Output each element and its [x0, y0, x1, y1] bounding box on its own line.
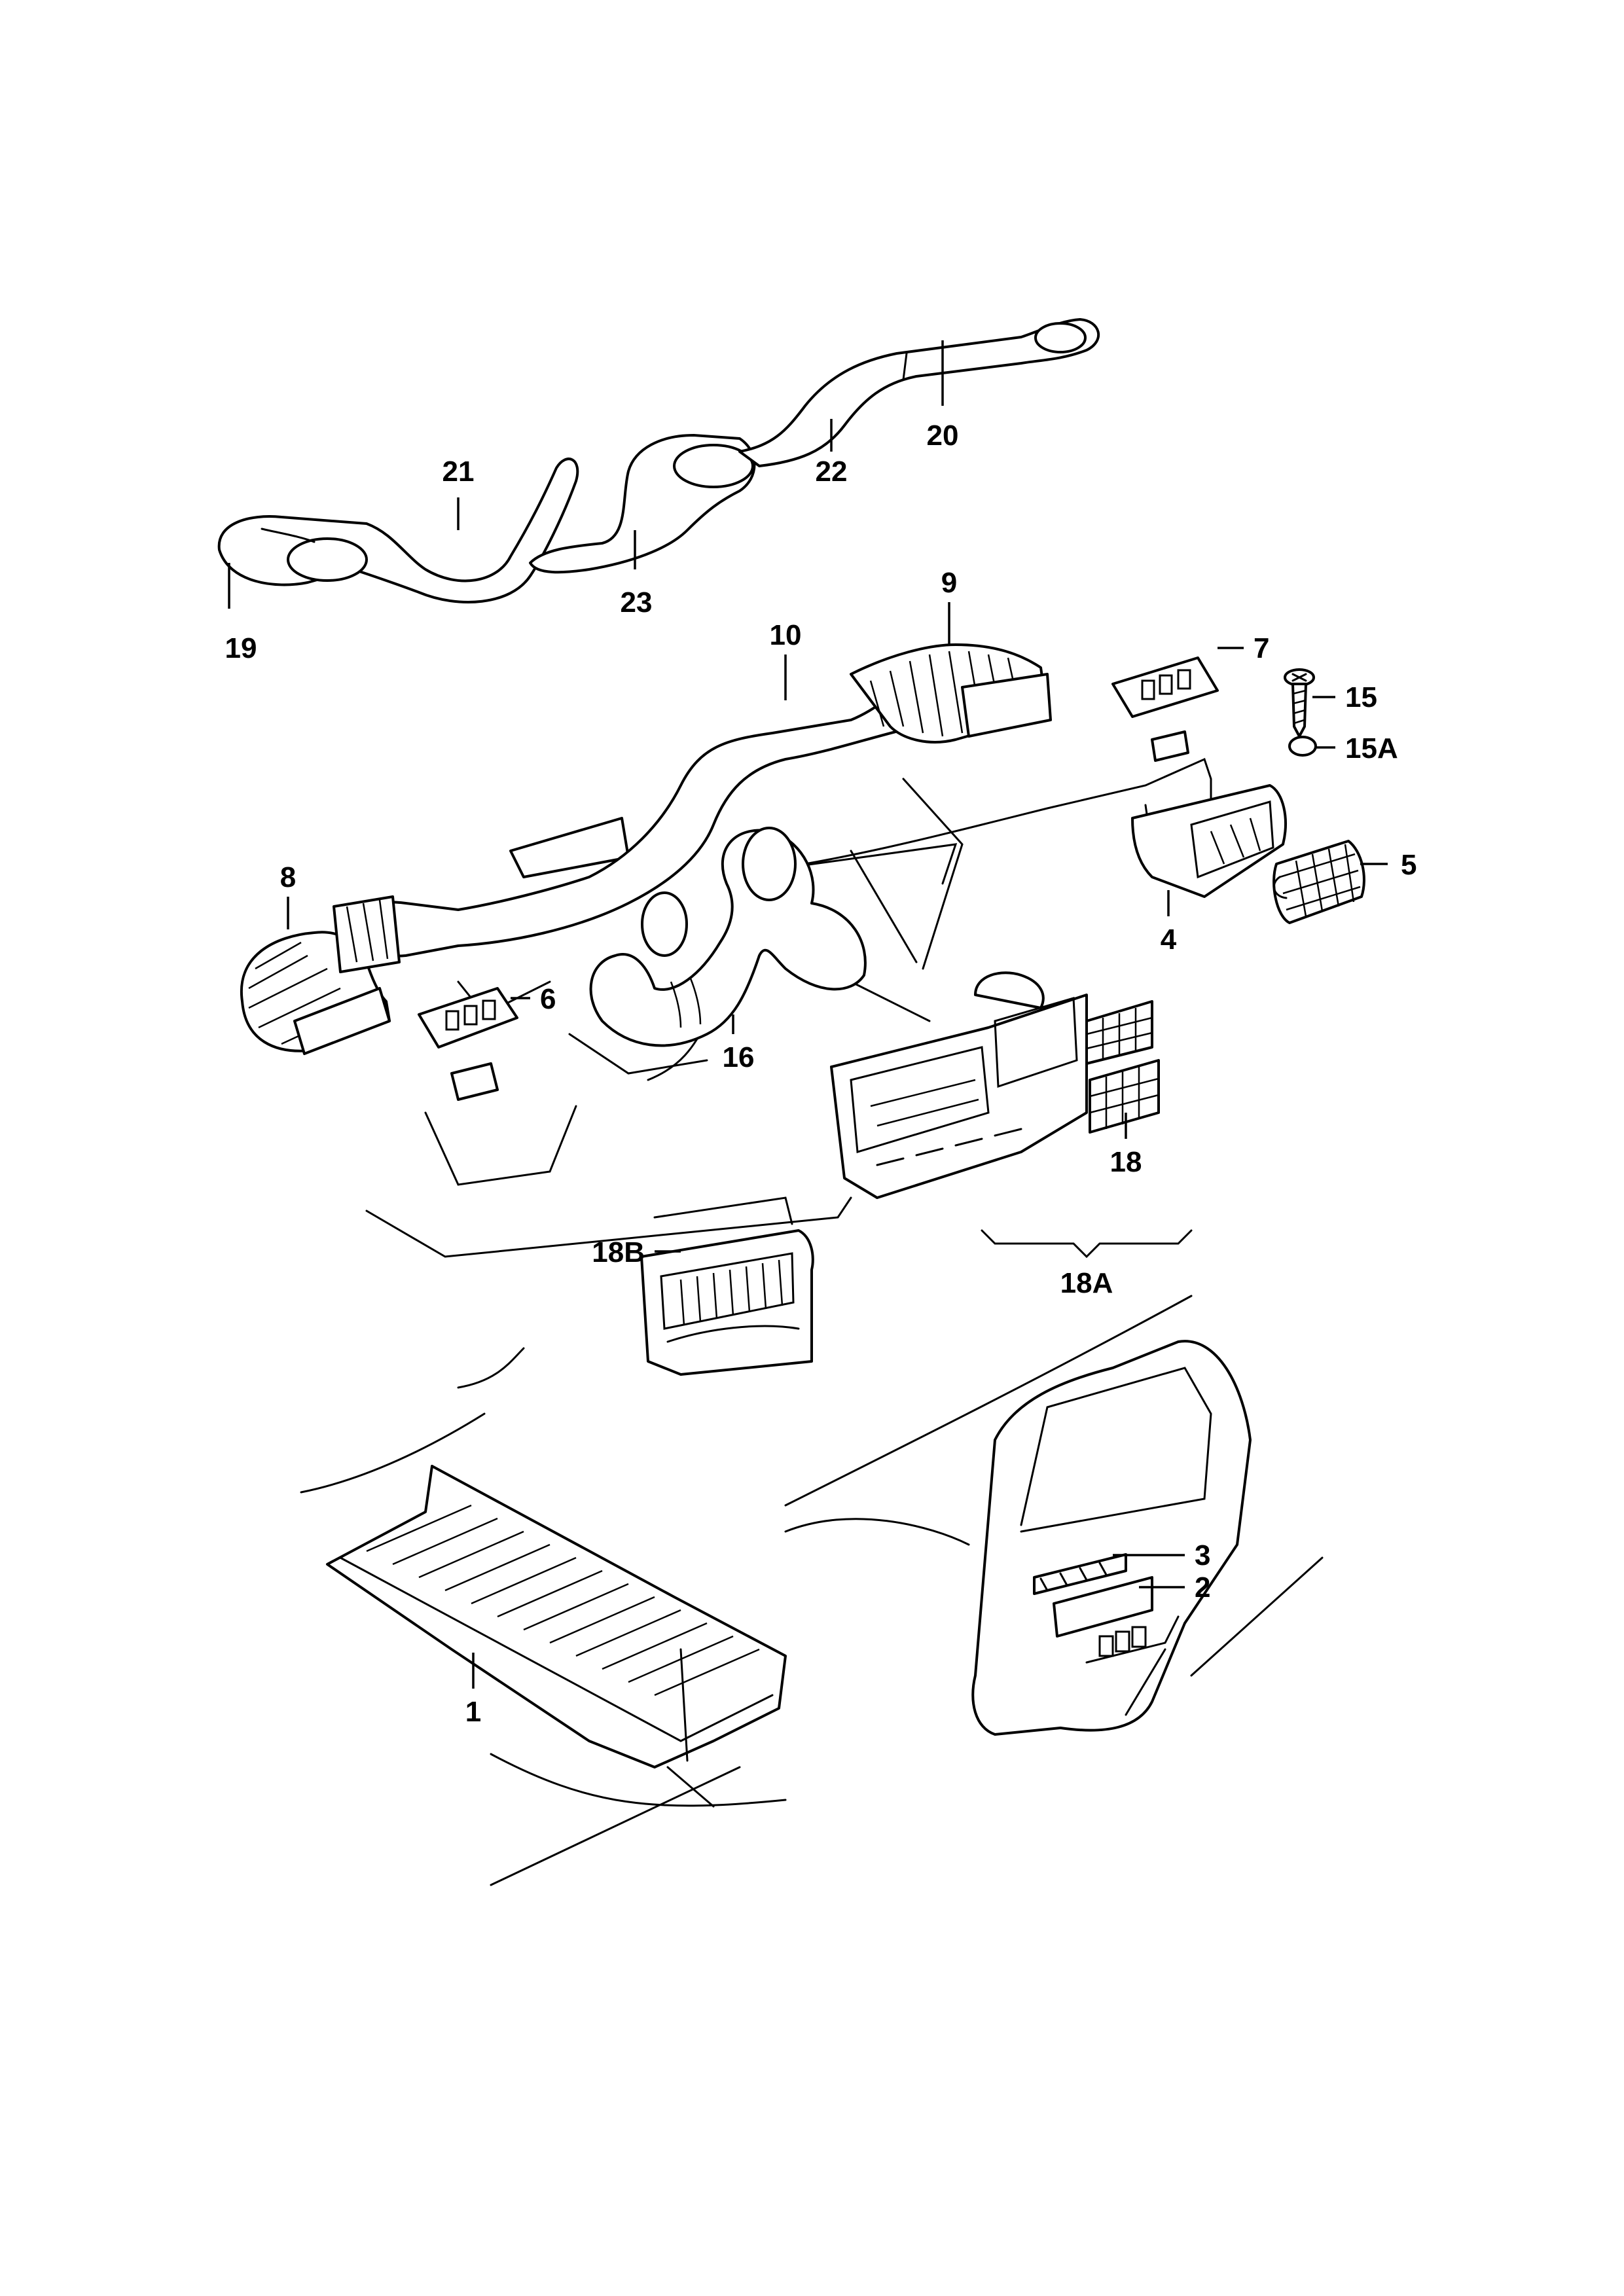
callout-15: 15 — [1345, 681, 1377, 713]
callout-23: 23 — [621, 586, 653, 619]
callout-20: 20 — [927, 420, 959, 452]
center-console-18a — [830, 971, 1088, 1199]
grille-5 — [1272, 840, 1365, 924]
callout-3: 3 — [1195, 1539, 1210, 1571]
callout-22: 22 — [816, 456, 848, 488]
bracket-18a — [981, 1229, 1193, 1259]
callout-6: 6 — [540, 983, 556, 1015]
callout-18b: 18B — [592, 1236, 645, 1268]
rear-duct-assembly — [217, 318, 1100, 603]
vent-panel-6 — [418, 987, 518, 1101]
leader-lines — [228, 340, 1388, 1689]
callout-5: 5 — [1401, 849, 1416, 881]
vent-block-lower-18 — [1089, 1059, 1160, 1134]
callout-19: 19 — [225, 632, 257, 664]
callout-labels: 1 2 3 4 5 6 7 8 9 10 15 15A 16 18 18A 18… — [225, 420, 1417, 1728]
callout-21: 21 — [442, 456, 475, 488]
side-vent-4 — [1131, 784, 1287, 898]
dashboard-assembly — [240, 643, 1212, 1258]
vent-block-upper — [1085, 1000, 1153, 1065]
callout-16: 16 — [723, 1041, 755, 1073]
washer-15a — [1288, 736, 1317, 757]
callout-4: 4 — [1161, 924, 1177, 956]
callout-2: 2 — [1195, 1571, 1210, 1604]
rear-console-18b — [640, 1196, 814, 1376]
callout-9: 9 — [941, 567, 957, 599]
callout-1: 1 — [465, 1696, 481, 1728]
vent-panel-7 — [1111, 656, 1219, 762]
callout-18a: 18A — [1060, 1267, 1113, 1299]
callout-18: 18 — [1110, 1146, 1142, 1178]
callout-7: 7 — [1254, 632, 1269, 664]
screw-15 — [1284, 668, 1315, 738]
floor-tray-1 — [300, 1347, 787, 1886]
callout-10: 10 — [770, 619, 802, 651]
callout-15a: 15A — [1345, 732, 1398, 764]
rear-door-assembly — [784, 1295, 1324, 1736]
callout-8: 8 — [280, 861, 296, 893]
